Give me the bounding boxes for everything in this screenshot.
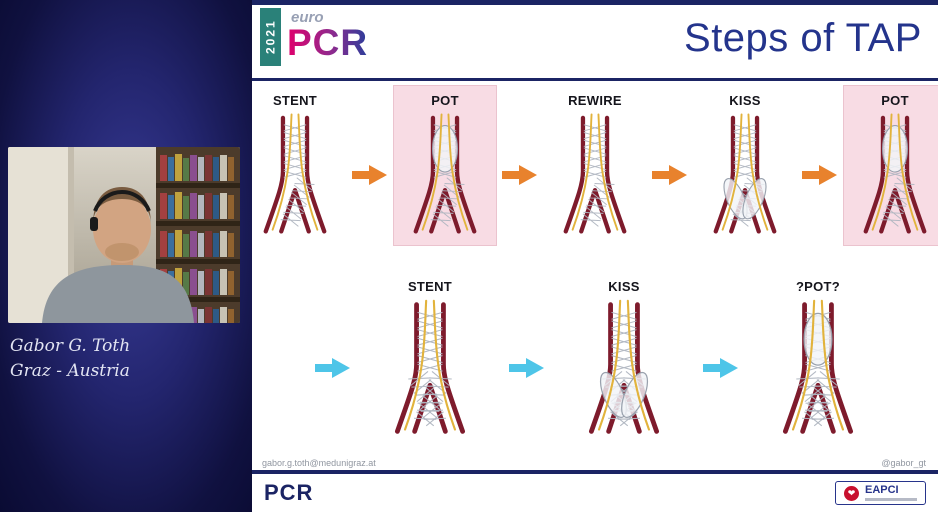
step-row-1: STENT POT REWIRE KISS <box>252 85 938 246</box>
flow-arrow <box>703 358 738 378</box>
step-kiss: KISS <box>693 85 797 246</box>
eapci-heart-icon: ❤ <box>844 485 859 501</box>
eapci-logo: ❤ EAPCI <box>835 481 926 505</box>
speaker-panel: Gabor G. Toth Graz - Austria <box>0 0 252 512</box>
slide-footer-bar: PCR ❤ EAPCI <box>252 474 938 512</box>
flow-arrow <box>509 358 544 378</box>
bifurcation-diagram <box>263 113 327 234</box>
footer-divider <box>252 470 938 474</box>
bifurcation-diagram <box>713 113 777 234</box>
step-figure <box>252 111 338 240</box>
step-label: STENT <box>407 279 453 294</box>
step-label: POT <box>881 93 909 108</box>
bifurcation-diagram <box>782 299 854 434</box>
step-kiss: KISS <box>567 271 681 447</box>
logo-euro: euro <box>291 9 324 26</box>
flow-arrow <box>802 165 837 185</box>
step-label: KISS <box>608 279 640 294</box>
step-pot: POT <box>393 85 497 246</box>
step-label: POT <box>431 93 459 108</box>
step-stent: STENT <box>373 271 487 447</box>
step-figure <box>576 297 672 441</box>
speaker-figure <box>42 187 194 323</box>
step-label: KISS <box>729 93 761 108</box>
slide-header: 2021 euro PCR Steps of TAP <box>252 5 938 78</box>
speaker-name: Gabor G. Toth Graz - Austria <box>10 334 130 383</box>
flow-arrow <box>352 165 387 185</box>
step-figure <box>852 111 938 240</box>
webcam-scene <box>8 147 240 323</box>
step-label: REWIRE <box>568 93 622 108</box>
headset-icon <box>93 189 151 212</box>
footer-twitter-handle: @gabor_gt <box>881 458 926 468</box>
step-figure <box>702 111 788 240</box>
logo-year: 2021 <box>260 8 281 66</box>
presentation-slide: 2021 euro PCR Steps of TAP STENT POT <box>252 0 938 512</box>
step-stent: STENT <box>243 85 347 246</box>
bifurcation-diagram <box>563 113 627 234</box>
step-rewire: REWIRE <box>543 85 647 246</box>
pcr-logo: PCR <box>264 480 314 505</box>
step-label: STENT <box>272 93 318 108</box>
step-pot: ?POT? <box>761 271 875 447</box>
bifurcation-diagram <box>413 113 477 234</box>
step-label: ?POT? <box>795 279 841 294</box>
slide-title: Steps of TAP <box>684 16 922 60</box>
eapci-label: EAPCI <box>865 484 899 496</box>
step-figure <box>770 297 866 441</box>
bifurcation-diagram <box>588 299 660 434</box>
bifurcation-diagram <box>863 113 927 234</box>
step-figure <box>552 111 638 240</box>
flow-arrow <box>502 165 537 185</box>
slide-content: STENT POT REWIRE KISS <box>252 83 938 450</box>
footer-email: gabor.g.toth@medunigraz.at <box>262 458 376 468</box>
speaker-name-line2: Graz - Austria <box>10 360 130 381</box>
step-row-2: STENT KISS ?POT? <box>252 271 938 447</box>
speaker-name-line1: Gabor G. Toth <box>10 336 131 356</box>
europcr-logo: 2021 euro PCR <box>260 8 368 66</box>
step-pot: POT <box>843 85 938 246</box>
flow-arrow <box>315 358 350 378</box>
webcam-video <box>8 147 240 323</box>
header-divider <box>252 78 938 81</box>
eapci-subtext <box>865 498 917 501</box>
step-figure <box>382 297 478 441</box>
bifurcation-diagram <box>394 299 466 434</box>
step-figure <box>402 111 488 240</box>
flow-arrow <box>652 165 687 185</box>
logo-pcr: PCR <box>287 22 369 63</box>
